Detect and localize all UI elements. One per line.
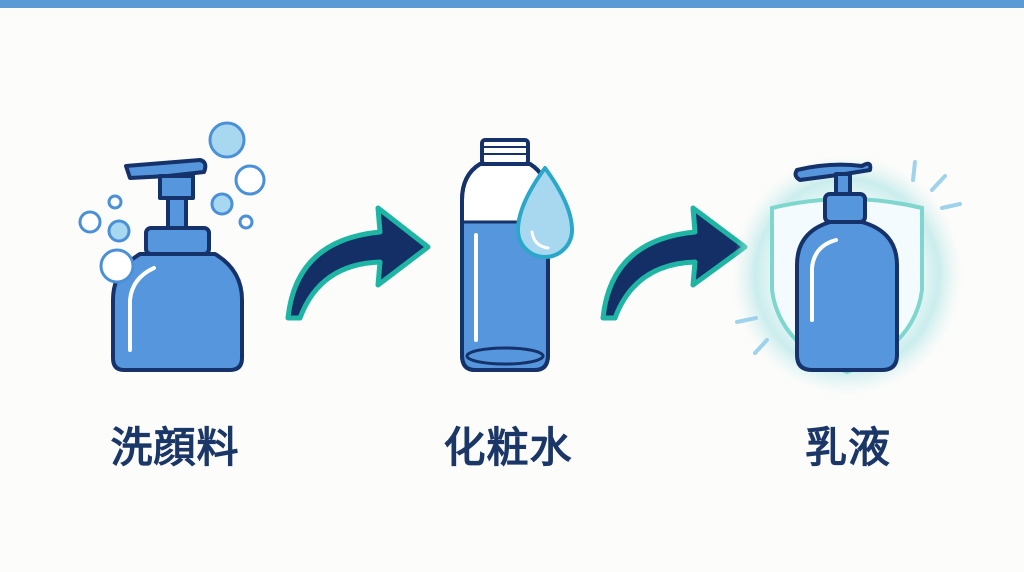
step-label-cleanser: 洗顔料 [110, 423, 240, 472]
pump-bottle-with-bubbles-icon [111, 158, 244, 372]
sparkle-lines-icon [735, 160, 962, 355]
step-label-emulsion: 乳液 [804, 423, 891, 472]
step-label-toner: 化粧水 [443, 423, 573, 472]
arrow-right-icon [600, 205, 748, 321]
bubbles-icon [78, 121, 266, 284]
arrow-right-icon [285, 205, 431, 321]
toner-bottle-with-drop-icon [460, 138, 574, 372]
lotion-pump-bottle-with-shield-icon [732, 155, 962, 395]
top-accent-bar [0, 0, 1024, 8]
